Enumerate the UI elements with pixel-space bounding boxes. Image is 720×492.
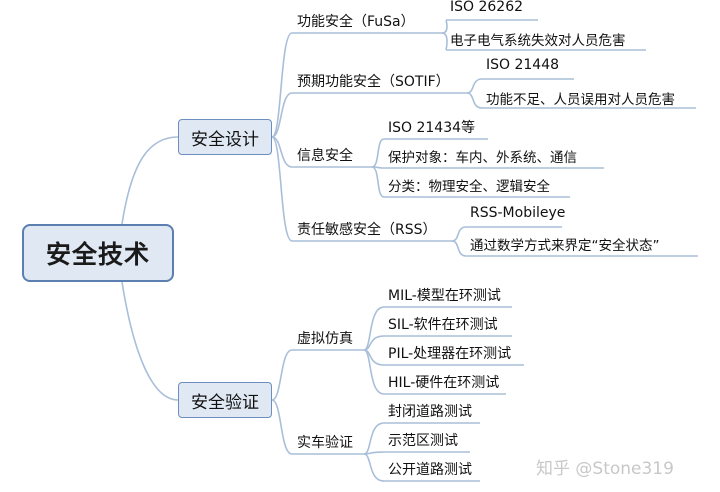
node-rss[interactable]: 责任敏感安全（RSS） (297, 222, 437, 238)
connector-infosec-0 (371, 138, 385, 168)
branch-node-design[interactable]: 安全设计 (178, 119, 272, 155)
connector-fusa-1 (441, 32, 448, 51)
root-node[interactable]: 安全技术 (22, 224, 174, 282)
watermark: 知乎 @Stone319 (536, 459, 674, 479)
connector-verification-1 (271, 399, 293, 455)
leaf-rss-desc[interactable]: 通过数学方式来界定“安全状态” (470, 238, 660, 254)
leaf-pil[interactable]: PIL-处理器在环测试 (388, 346, 512, 362)
leaf-hil[interactable]: HIL-硬件在环测试 (388, 375, 500, 391)
node-sotif[interactable]: 预期功能安全（SOTIF） (297, 74, 450, 90)
leaf-rss-mobileye[interactable]: RSS-Mobileye (470, 205, 566, 221)
leaf-sil[interactable]: SIL-软件在环测试 (388, 317, 498, 333)
node-virtual-sim[interactable]: 虚拟仿真 (297, 331, 353, 347)
connector-vehicle-2 (363, 453, 385, 482)
connector-virtual-3 (363, 349, 385, 395)
branch-node-verification[interactable]: 安全验证 (178, 382, 272, 418)
connector-design-3 (271, 136, 293, 242)
connector-fusa-0 (441, 19, 448, 34)
leaf-iso21434[interactable]: ISO 21434等 (388, 120, 476, 136)
connector-root-verification (121, 281, 179, 401)
connector-sotif-1 (466, 92, 483, 109)
leaf-iso21448[interactable]: ISO 21448 (486, 57, 560, 73)
connector-design-1 (271, 92, 293, 138)
node-vehicle-test[interactable]: 实车验证 (297, 435, 353, 451)
leaf-protect-targets[interactable]: 保护对象：车内、外系统、通信 (388, 150, 577, 166)
connector-virtual-0 (363, 306, 385, 351)
leaf-iso26262[interactable]: ISO 26262 (450, 0, 524, 15)
connector-design-0 (271, 32, 293, 138)
leaf-classification[interactable]: 分类：物理安全、逻辑安全 (388, 179, 550, 195)
leaf-fusa-desc[interactable]: 电子电气系统失效对人员危害 (450, 33, 626, 49)
connector-rss-0 (451, 226, 467, 242)
node-fusa[interactable]: 功能安全（FuSa） (297, 14, 415, 30)
leaf-mil[interactable]: MIL-模型在环测试 (388, 288, 501, 304)
leaf-demo-zone[interactable]: 示范区测试 (388, 433, 458, 449)
connector-vehicle-0 (363, 422, 385, 455)
connector-virtual-1 (363, 335, 385, 351)
connector-root-design (121, 136, 179, 225)
leaf-closed-road[interactable]: 封闭道路测试 (388, 404, 472, 420)
connector-verification-0 (271, 349, 293, 401)
connector-rss-1 (451, 240, 467, 257)
leaf-public-road[interactable]: 公开道路测试 (388, 462, 472, 478)
connector-sotif-0 (466, 78, 483, 94)
connector-infosec-2 (371, 166, 385, 198)
node-infosec[interactable]: 信息安全 (297, 148, 353, 164)
leaf-sotif-desc[interactable]: 功能不足、人员误用对人员危害 (486, 92, 675, 108)
